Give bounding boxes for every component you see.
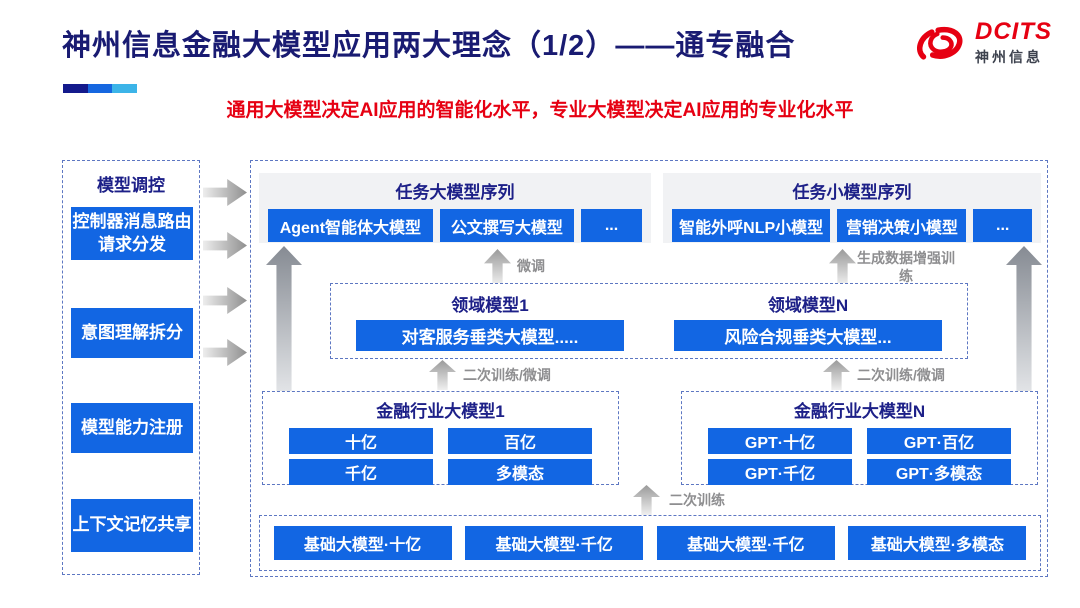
model-box-gpt-multimodal: GPT·多模态 (867, 459, 1011, 485)
industry-model-section-n: 金融行业大模型N GPT·十亿 GPT·百亿 GPT·千亿 GPT·多模态 (681, 391, 1038, 485)
dcits-logo: DCITS 神州信息 (912, 20, 1052, 67)
sidebar-item-router: 控制器消息路由请求分发 (71, 207, 193, 260)
logo-brand-cn: 神州信息 (975, 49, 1043, 65)
label-finetune: 微调 (517, 258, 545, 274)
section-title: 金融行业大模型1 (376, 402, 505, 421)
industry-model-items: 十亿 百亿 千亿 多模态 (263, 422, 618, 485)
model-box-base-multimodal: 基础大模型·多模态 (848, 526, 1027, 560)
section-title: 领域模型1 (451, 296, 529, 315)
model-box-ellipsis: ... (580, 209, 642, 242)
domain-group-1: 领域模型1 对客服务垂类大模型..... (331, 284, 649, 358)
model-box-docwriting: 公文撰写大模型 (439, 209, 574, 242)
task-large-model-section: 任务大模型序列 Agent智能体大模型 公文撰写大模型 ... (259, 173, 651, 243)
page-title: 神州信息金融大模型应用两大理念（1/2）——通专融合 (62, 30, 796, 62)
dcits-logo-text: DCITS 神州信息 (975, 20, 1052, 67)
section-title: 领域模型N (767, 296, 849, 315)
section-title: 任务大模型序列 (395, 183, 515, 202)
model-box-nlp-call: 智能外呼NLP小模型 (672, 209, 831, 242)
sidebar-title: 模型调控 (97, 176, 165, 195)
subtitle: 通用大模型决定AI应用的智能化水平，专业大模型决定AI应用的专业化水平 (226, 100, 854, 121)
dcits-swirl-icon (917, 26, 963, 60)
model-box-gpt-1b: GPT·十亿 (708, 428, 852, 454)
model-box-gpt-10b: GPT·百亿 (867, 428, 1011, 454)
section-title: 金融行业大模型N (793, 402, 926, 421)
model-box-base-100b-2: 基础大模型·千亿 (656, 526, 835, 560)
industry-model-section-1: 金融行业大模型1 十亿 百亿 千亿 多模态 (262, 391, 619, 485)
label-retrain-finetune: 二次训练/微调 (463, 367, 551, 383)
up-arrow-icon (829, 249, 856, 285)
accent-segment-mid (87, 84, 113, 93)
model-box-agent: Agent智能体大模型 (268, 209, 433, 242)
up-arrow-icon (633, 485, 660, 515)
base-model-section: 基础大模型·十亿 基础大模型·千亿 基础大模型·千亿 基础大模型·多模态 (259, 515, 1041, 571)
label-retrain: 二次训练 (669, 492, 725, 508)
task-small-model-section: 任务小模型序列 智能外呼NLP小模型 营销决策小模型 ... (663, 173, 1041, 243)
model-box-base-100b: 基础大模型·千亿 (465, 526, 644, 560)
up-arrow-tall-icon (266, 246, 302, 392)
model-box-marketing: 营销决策小模型 (837, 209, 967, 242)
model-box-100b: 千亿 (289, 459, 433, 485)
right-arrow-icon (203, 179, 247, 206)
label-gen-data-train: 生成数据增强训练 (857, 250, 955, 284)
model-architecture-diagram: 任务大模型序列 Agent智能体大模型 公文撰写大模型 ... 任务小模型序列 … (250, 160, 1048, 577)
task-large-model-items: Agent智能体大模型 公文撰写大模型 ... (259, 203, 651, 242)
model-control-panel: 模型调控 控制器消息路由请求分发 意图理解拆分 模型能力注册 上下文记忆共享 (62, 160, 200, 575)
sidebar-item-intent: 意图理解拆分 (71, 308, 193, 358)
model-box-10b: 百亿 (448, 428, 592, 454)
model-box-multimodal: 多模态 (448, 459, 592, 485)
accent-segment-light (112, 84, 138, 93)
model-box-ellipsis: ... (973, 209, 1032, 242)
model-box-customer-service: 对客服务垂类大模型..... (356, 320, 624, 351)
domain-model-section: 领域模型1 对客服务垂类大模型..... 领域模型N 风险合规垂类大模型... (330, 283, 968, 359)
right-arrow-icon (203, 287, 247, 314)
task-small-model-items: 智能外呼NLP小模型 营销决策小模型 ... (663, 203, 1041, 242)
accent-bar (63, 84, 138, 93)
industry-model-items: GPT·十亿 GPT·百亿 GPT·千亿 GPT·多模态 (682, 422, 1037, 485)
label-retrain-finetune: 二次训练/微调 (857, 367, 945, 383)
model-box-gpt-100b: GPT·千亿 (708, 459, 852, 485)
sidebar-item-context: 上下文记忆共享 (71, 499, 193, 552)
model-box-1b: 十亿 (289, 428, 433, 454)
right-arrow-icon (203, 339, 247, 366)
sidebar-item-registry: 模型能力注册 (71, 403, 193, 453)
up-arrow-tall-icon (1006, 246, 1042, 392)
up-arrow-icon (823, 360, 850, 390)
domain-group-n: 领域模型N 风险合规垂类大模型... (649, 284, 967, 358)
up-arrow-icon (484, 249, 511, 285)
accent-segment-dark (63, 84, 88, 93)
section-title: 任务小模型序列 (792, 183, 912, 202)
right-arrow-icon (203, 232, 247, 259)
model-box-risk-compliance: 风险合规垂类大模型... (674, 320, 942, 351)
model-box-base-1b: 基础大模型·十亿 (273, 526, 452, 560)
up-arrow-icon (429, 360, 456, 390)
logo-brand: DCITS (975, 18, 1052, 45)
